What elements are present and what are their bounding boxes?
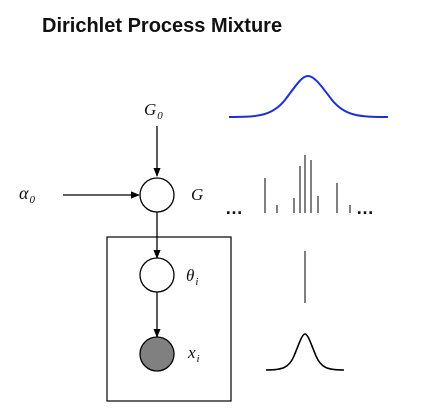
base-measure-curve [228,74,389,118]
g-label: G [191,185,203,204]
svg-text:θi: θi [186,266,198,288]
ellipsis-left: … [225,198,244,218]
theta-sub: i [195,276,198,288]
svg-text:G0: G0 [144,100,163,122]
component-density-curve [265,333,345,371]
svg-text:α0: α0 [19,183,35,206]
g0-sub: 0 [157,110,163,122]
discrete-measure-sticks [264,155,351,213]
x-node [139,336,175,372]
alpha0-main: α [19,183,29,203]
g0-label: G0 [144,100,163,122]
svg-text:xi: xi [187,343,200,365]
g0-main: G [144,100,156,119]
alpha0-sub: 0 [29,194,35,206]
theta-label: θi [186,266,198,288]
alpha0-label: α0 [19,183,35,206]
g-node [139,177,175,213]
x-label: xi [187,343,200,365]
page-title: Dirichlet Process Mixture [42,15,282,37]
theta-main: θ [186,266,194,285]
theta-node [139,257,175,293]
ellipsis-right: … [356,198,375,218]
plate [106,236,232,402]
x-main: x [187,343,196,362]
x-sub: i [197,353,200,365]
